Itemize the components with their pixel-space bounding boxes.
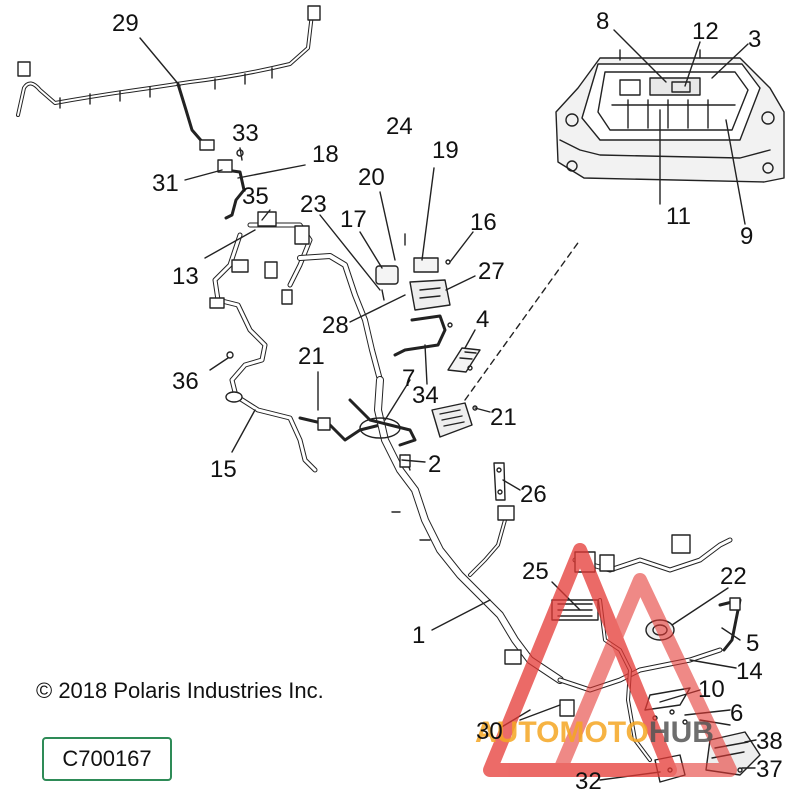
callout-23: 23 [300,191,327,218]
callout-37: 37 [756,756,783,783]
main-harness-1 [348,376,564,684]
callout-13: 13 [172,263,199,290]
callout-38: 38 [756,728,783,755]
callout-3: 3 [748,26,762,53]
callout-4: 4 [476,306,490,333]
watermark-text: AUTOMOTOHUB [475,716,714,749]
callout-20: 20 [358,164,385,191]
callout-12: 12 [692,18,719,45]
callout-1: 1 [412,622,426,649]
callout-24: 24 [386,113,413,140]
callout-11: 11 [666,203,691,230]
rear-harness-29 [16,5,321,151]
callout-14: 14 [736,658,763,685]
callout-29: 29 [112,10,139,37]
callout-19: 19 [432,137,459,164]
callout-26: 26 [520,481,547,508]
callout-21b: 21 [490,404,517,431]
copyright-notice: © 2018 Polaris Industries Inc. [36,678,324,703]
callout-17: 17 [340,206,367,233]
callout-27: 27 [478,258,505,285]
callout-8: 8 [596,8,610,35]
callout-2: 2 [428,451,442,478]
bracket-26 [493,462,506,501]
sensor-lead-31 [217,149,246,220]
figure-id-box: C700167 [42,737,172,781]
callout-35: 35 [242,183,269,210]
watermark-logo: AUTOMOTOHUB [475,543,737,777]
callout-21a: 21 [298,343,325,370]
fuse-block-34 [431,347,481,438]
callout-6: 6 [730,700,744,727]
callout-30: 30 [476,718,503,745]
chassis-harness [209,211,383,473]
callout-18: 18 [312,141,339,168]
callout-22: 22 [720,563,747,590]
callout-33: 33 [232,120,259,147]
callout-15: 15 [210,456,237,483]
callout-9: 9 [740,223,754,250]
callout-16: 16 [470,209,497,236]
callout-32: 32 [575,768,602,795]
callout-34: 34 [412,382,439,409]
callout-28: 28 [322,312,349,339]
callout-31: 31 [152,170,179,197]
callout-10: 10 [698,676,725,703]
fuse-box-detail [555,29,785,225]
callout-25: 25 [522,558,549,585]
callout-36: 36 [172,368,199,395]
callout-7: 7 [402,365,416,392]
module-cluster [375,233,453,357]
callout-5: 5 [746,630,760,657]
figure-id-text: C700167 [62,746,152,771]
